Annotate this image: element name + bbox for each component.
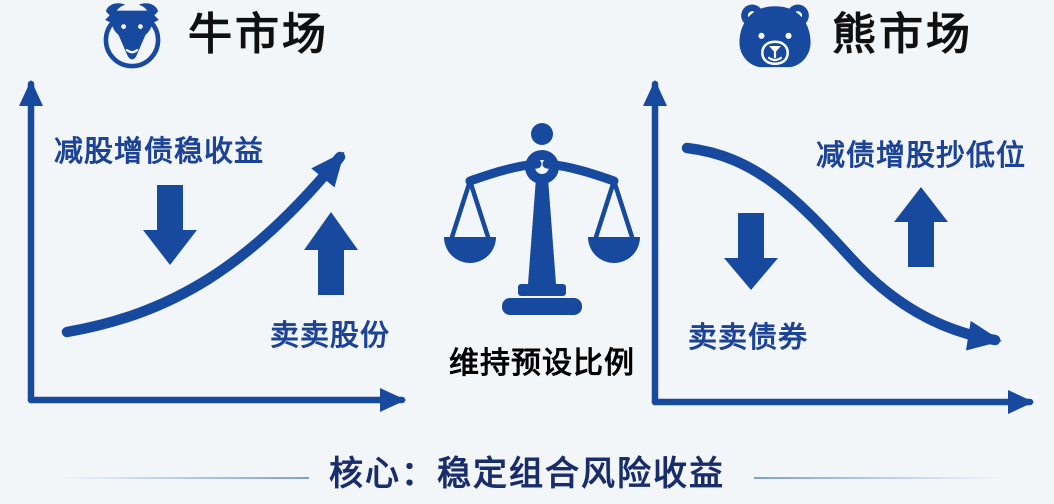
bear-icon [739,4,811,68]
bull-top-annotation: 减股增债稳收益 [54,136,265,168]
left-divider-line [57,477,309,479]
up-block-arrow [894,187,948,267]
bear-chart-panel: 减债增股抄低位 卖卖债券 [640,62,1054,424]
core-caption: 核心：稳定组合风险收益 [329,455,725,493]
bear-bottom-annotation: 卖卖债券 [688,322,809,354]
bear-market-title: 熊市场 [832,10,973,59]
balance-group: 维持预设比例 [430,120,654,382]
balance-label: 维持预设比例 [449,347,635,380]
bear-market-header: 熊市场 [732,0,973,70]
bull-market-header: 牛市场 [90,0,329,70]
bear-chart-graphic [643,80,1034,414]
down-block-arrow [143,185,197,265]
balance-scale-icon [444,123,640,315]
bull-market-title: 牛市场 [188,10,329,59]
bull-icon [103,3,161,69]
right-divider-line [754,477,1002,479]
bear-top-annotation: 减债增股抄低位 [816,140,1027,172]
bull-chart-graphic [19,80,406,412]
bull-bottom-annotation: 卖卖股份 [270,320,391,352]
down-block-arrow [724,213,778,290]
rising-curve [61,151,346,338]
bull-chart-panel: 减股增债稳收益 卖卖股份 [10,62,435,424]
falling-curve [681,142,1002,351]
up-block-arrow [304,212,358,295]
